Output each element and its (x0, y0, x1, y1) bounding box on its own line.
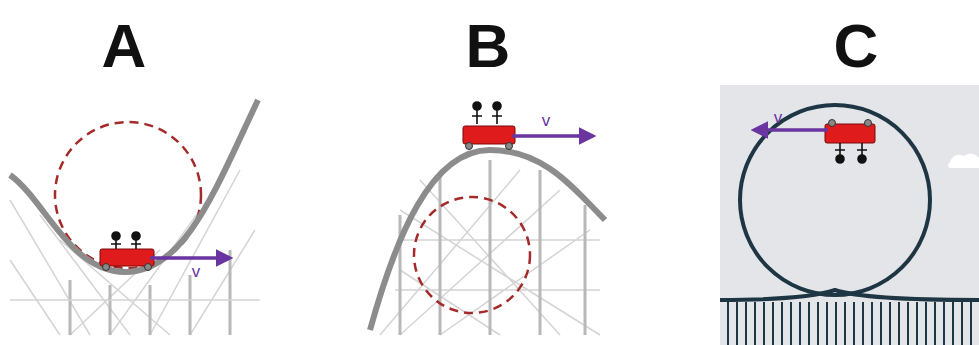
panel-a (10, 100, 260, 335)
panel-letter: A (102, 15, 147, 77)
support-tick (754, 302, 756, 345)
support-tick (925, 302, 927, 345)
support-tick (763, 302, 765, 345)
support-tick (952, 302, 954, 345)
panel-b (370, 102, 605, 335)
support-tick (871, 302, 873, 345)
support-tick (808, 302, 810, 345)
support-tick (853, 302, 855, 345)
support-tick (790, 302, 792, 345)
support-tick (736, 302, 738, 345)
support-tick (799, 302, 801, 345)
velocity-label: v (774, 109, 783, 126)
support-tick (727, 302, 729, 345)
support-tick (772, 302, 774, 345)
velocity-label: v (542, 112, 551, 129)
support-tick (907, 302, 909, 345)
support-tick (817, 302, 819, 345)
panel-c (720, 85, 979, 345)
support-tick (898, 302, 900, 345)
support-tick (970, 302, 972, 345)
support-tick (961, 302, 963, 345)
velocity-label: v (192, 263, 201, 280)
support-tick (835, 302, 837, 345)
support-tick (880, 302, 882, 345)
support-tick (862, 302, 864, 345)
support-tick (844, 302, 846, 345)
support-tick (745, 302, 747, 345)
support-tick (889, 302, 891, 345)
panel-letter: C (834, 15, 879, 77)
support-tick (943, 302, 945, 345)
support-tick (934, 302, 936, 345)
support-tick (916, 302, 918, 345)
support-tick (781, 302, 783, 345)
panel-letter: B (466, 15, 511, 77)
support-tick (826, 302, 828, 345)
